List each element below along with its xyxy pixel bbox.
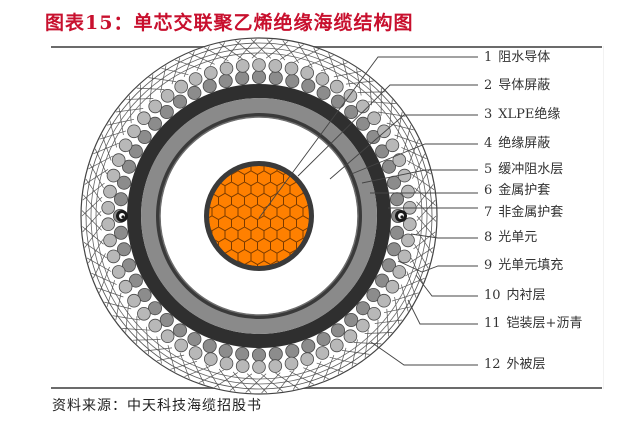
- metallic-sheath-layer: [141, 98, 377, 334]
- figure-title: 图表15：单芯交联聚乙烯绝缘海缆结构图: [45, 12, 414, 34]
- source-note: 资料来源：中天科技海缆招股书: [52, 398, 262, 414]
- insulation-screen-layer: [159, 116, 359, 316]
- optical-unit-right: [395, 210, 407, 222]
- conductor-core: [209, 166, 309, 266]
- armor-wires-layer: [101, 58, 417, 374]
- top-rule: [51, 46, 602, 48]
- frame-edge: [603, 46, 604, 389]
- non-metallic-sheath-layer: [127, 84, 391, 348]
- buffer-water-block-layer: [156, 113, 362, 319]
- optical-unit-left: [116, 210, 128, 222]
- bottom-rule: [51, 387, 602, 389]
- leader-lines: [258, 56, 478, 366]
